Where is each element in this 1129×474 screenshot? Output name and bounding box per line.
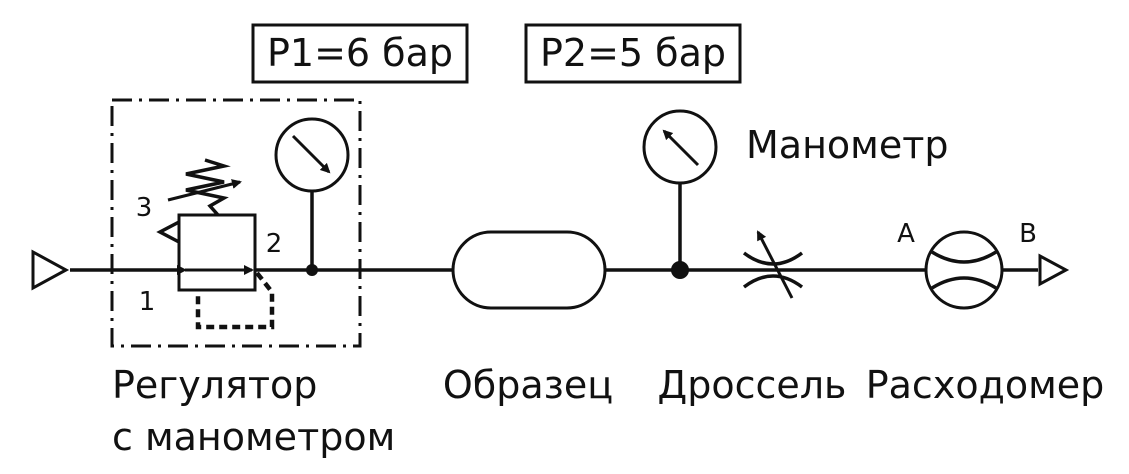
port-1-label: 1 xyxy=(139,287,156,317)
regulator-enclosure xyxy=(110,98,362,348)
regulator-label-line1: Регулятор xyxy=(112,363,317,407)
inlet-triangle-icon xyxy=(31,249,70,291)
throttle-label: Дроссель xyxy=(658,363,847,407)
throttle xyxy=(742,230,804,299)
manometer-junction-dot xyxy=(671,261,689,279)
port-3-label: 3 xyxy=(136,193,153,223)
throttle-adjust-arrow xyxy=(756,230,794,299)
port-a-label: A xyxy=(897,219,915,249)
p2-pressure-text: P2=5 бар xyxy=(540,31,726,75)
regulator-gauge-needle xyxy=(291,134,331,174)
p1-pressure-text: P1=6 бар xyxy=(267,31,453,75)
manometer-label: Манометр xyxy=(746,123,948,167)
flowmeter-icon xyxy=(924,230,1004,310)
p1-pressure-box: P1=6 бар xyxy=(251,23,469,84)
port-b-label: B xyxy=(1019,219,1037,249)
adjustable-spring-icon xyxy=(185,158,231,217)
flowmeter: A B xyxy=(897,219,1037,310)
regulator-label-line2: с манометром xyxy=(112,415,395,459)
flowmeter-label: Расходомер xyxy=(866,363,1105,407)
port-2-label: 2 xyxy=(266,229,283,259)
pilot-line xyxy=(195,271,275,330)
sample-label: Образец xyxy=(443,363,613,407)
regulator-assembly: 3 2 1 xyxy=(110,98,362,348)
outlet-triangle-icon xyxy=(1038,253,1070,287)
sample-capsule xyxy=(451,230,607,310)
spring-adjust-arrow xyxy=(167,179,242,202)
regulator-junction-dot xyxy=(306,264,318,276)
regulator-valve-body xyxy=(177,213,257,292)
manometer: Манометр xyxy=(642,109,948,279)
p2-pressure-box: P2=5 бар xyxy=(524,23,742,84)
manometer-needle xyxy=(662,129,700,167)
vent-port-icon xyxy=(156,220,180,244)
